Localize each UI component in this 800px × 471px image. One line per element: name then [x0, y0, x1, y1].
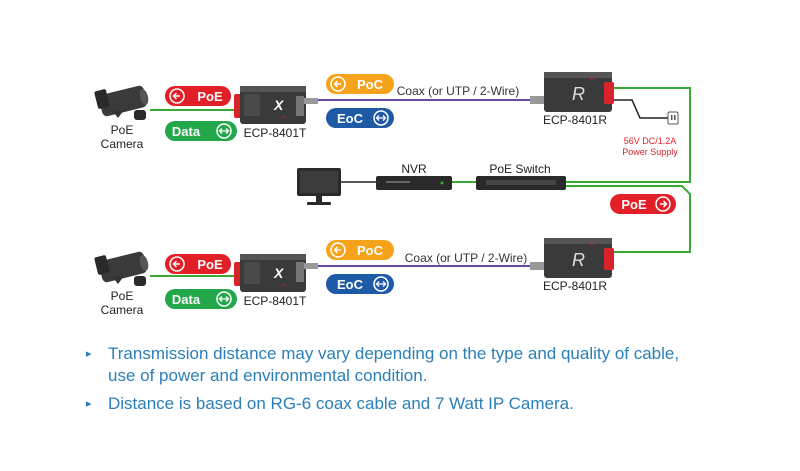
arrow-left-icon	[169, 256, 185, 272]
svg-text:rtx: rtx	[282, 282, 286, 287]
svg-text:PoC: PoC	[357, 77, 384, 92]
transmitter-device-bottom: X rtx	[234, 254, 318, 292]
data-badge-top: Data	[165, 121, 237, 141]
coax-label-bottom: Coax (or UTP / 2-Wire)	[405, 251, 527, 265]
transmitter-label-top: ECP-8401T	[244, 126, 307, 140]
camera-icon	[94, 85, 149, 120]
camera-label-top-line2: Camera	[101, 137, 144, 151]
camera-icon	[94, 251, 149, 286]
svg-text:PoE: PoE	[621, 197, 647, 212]
note-item: ▸ Transmission distance may vary dependi…	[86, 343, 766, 387]
arrow-right-icon	[655, 196, 671, 212]
svg-text:PoC: PoC	[357, 243, 384, 258]
transmitter-label-bottom: ECP-8401T	[244, 294, 307, 308]
transmitter-device-top: X rtx	[234, 86, 318, 124]
note-text: Distance is based on RG-6 coax cable and…	[108, 394, 574, 413]
network-diagram: PoE Camera PoE Data X rtx ECP-8401T PoC …	[94, 72, 691, 317]
power-wire	[612, 99, 668, 119]
poc-badge-bottom: PoC	[326, 240, 394, 260]
arrow-left-icon	[330, 76, 346, 92]
eoc-badge-bottom: EoC	[326, 274, 394, 294]
coax-label-top: Coax (or UTP / 2-Wire)	[397, 84, 519, 98]
data-badge-bottom: Data	[165, 289, 237, 309]
eoc-badge-top: EoC	[326, 108, 394, 128]
receiver-label-bottom: ECP-8401R	[543, 279, 607, 293]
svg-text:PoE: PoE	[197, 257, 223, 272]
svg-text:X: X	[273, 265, 285, 281]
poe-badge-bottom: PoE	[165, 254, 231, 274]
svg-text:rtx: rtx	[282, 114, 286, 119]
arrow-left-icon	[169, 88, 185, 104]
svg-text:R: R	[572, 84, 585, 104]
arrow-both-icon	[373, 276, 389, 292]
nvr-device	[376, 176, 452, 190]
poe-switch-device	[476, 176, 566, 190]
power-supply-label-line1: 56V DC/1.2A	[624, 136, 677, 146]
svg-text:rtx: rtx	[590, 242, 594, 247]
receiver-device-bottom: R rtx	[530, 238, 614, 278]
receiver-label-top: ECP-8401R	[543, 113, 607, 127]
camera-label-bottom-line2: Camera	[101, 303, 144, 317]
camera-label-bottom-line1: PoE	[111, 289, 134, 303]
receiver-to-switch-wire	[565, 87, 691, 183]
notes-list: ▸ Transmission distance may vary dependi…	[86, 343, 766, 421]
svg-text:Data: Data	[172, 292, 201, 307]
svg-text:EoC: EoC	[337, 111, 364, 126]
poe-badge-switch: PoE	[610, 194, 676, 214]
note-text: use of power and environmental condition…	[108, 366, 428, 385]
arrow-left-icon	[330, 242, 346, 258]
triangle-bullet-icon: ▸	[86, 348, 92, 360]
note-text: Transmission distance may vary depending…	[108, 344, 680, 363]
monitor-icon	[297, 168, 341, 205]
svg-text:EoC: EoC	[337, 277, 364, 292]
svg-text:R: R	[572, 250, 585, 270]
svg-text:Data: Data	[172, 124, 201, 139]
arrow-both-icon	[216, 123, 232, 139]
poe-badge-top: PoE	[165, 86, 231, 106]
triangle-bullet-icon: ▸	[86, 398, 92, 410]
power-plug-icon	[667, 111, 679, 125]
nvr-label: NVR	[401, 162, 427, 176]
note-item: ▸ Distance is based on RG-6 coax cable a…	[86, 393, 766, 415]
arrow-both-icon	[373, 110, 389, 126]
arrow-both-icon	[216, 291, 232, 307]
camera-label-top-line1: PoE	[111, 123, 134, 137]
switch-to-receiver-wire	[565, 185, 691, 253]
svg-text:rtx: rtx	[590, 76, 594, 81]
svg-text:PoE: PoE	[197, 89, 223, 104]
poe-switch-label: PoE Switch	[489, 162, 550, 176]
receiver-device-top: R rtx	[530, 72, 614, 112]
svg-text:X: X	[273, 97, 285, 113]
poc-badge-top: PoC	[326, 74, 394, 94]
power-supply-label-line2: Power Supply	[622, 147, 678, 157]
